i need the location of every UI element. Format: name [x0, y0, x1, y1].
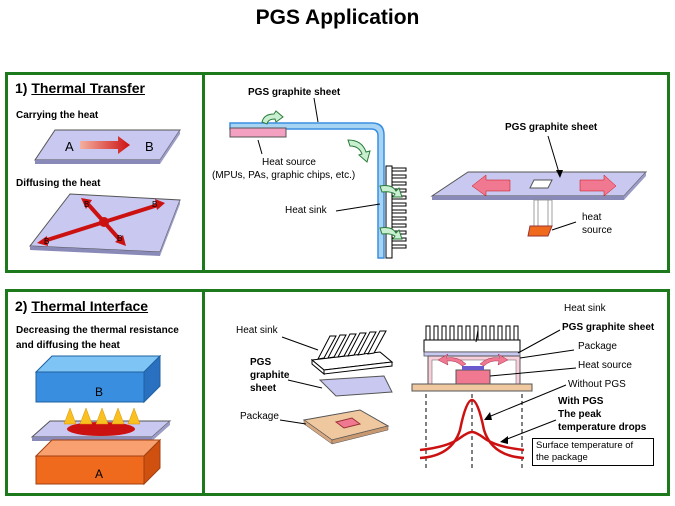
heat-source-label: Heat source — [262, 157, 316, 168]
curl-arrow-sink1 — [379, 185, 403, 198]
flat-sheet-label: PGS graphite sheet — [505, 122, 598, 133]
page-title: PGS Application — [255, 6, 420, 29]
curl-arrow-top — [261, 110, 284, 125]
bent-graphite-sheet — [229, 122, 385, 259]
carrying-arrow — [80, 136, 130, 154]
curl-arrow-bend — [347, 139, 371, 163]
svg-text:B: B — [84, 200, 89, 209]
peak-line1-label: The peak — [558, 409, 602, 420]
middle-package-label: Package — [240, 411, 279, 422]
carrying-letter-a: A — [65, 139, 74, 154]
section1-right-panel — [202, 72, 670, 273]
section2-desc-line2: and diffusing the heat — [16, 340, 120, 351]
block-a-letter: A — [95, 467, 104, 481]
heat-label: heat — [582, 212, 602, 223]
right-heat-source-label: Heat source — [578, 360, 632, 371]
curl-arrow-sink2 — [379, 227, 403, 240]
svg-text:B: B — [152, 200, 157, 209]
surface-line1: Surface temperature of — [536, 440, 634, 451]
hot-zone — [67, 422, 135, 436]
diffusing-heat-label: Diffusing the heat — [16, 178, 101, 189]
right-spread-arrow-right — [479, 353, 509, 367]
section1-heading: 1) Thermal Transfer — [15, 80, 145, 96]
surface-temperature-box: Surface temperature of the package — [532, 438, 654, 466]
heat-origin — [99, 217, 109, 227]
flat-left-arrow — [471, 174, 511, 197]
right-base-board — [411, 383, 533, 392]
right-package-label: Package — [578, 341, 617, 352]
bend-sheet-label: PGS graphite sheet — [248, 87, 341, 98]
surface-line2: the package — [536, 452, 588, 463]
peak-line2-label: temperature drops — [558, 422, 647, 433]
heat-sink-label: Heat sink — [285, 205, 327, 216]
with-pgs-label: With PGS — [558, 396, 604, 407]
middle-heat-sink-label: Heat sink — [236, 325, 278, 336]
section2-right-panel — [202, 289, 670, 496]
middle-pgs-line1: PGS — [250, 357, 272, 368]
middle-pgs-line3: sheet — [250, 383, 277, 394]
heat-source-block — [229, 127, 287, 138]
svg-text:B: B — [117, 234, 122, 243]
flat-heat-source-block — [527, 225, 553, 237]
middle-graphite-sheet — [318, 375, 393, 397]
heat-flames-up — [63, 407, 141, 425]
right-pgs-label: PGS graphite sheet — [562, 322, 655, 333]
section1-number: 1) — [15, 80, 28, 96]
block-a-front — [35, 455, 145, 485]
right-heat-sink-label: Heat sink — [564, 303, 606, 314]
svg-text:B: B — [44, 237, 49, 246]
source-label: source — [582, 225, 613, 236]
carrying-letter-b: B — [145, 139, 154, 154]
heat-spot — [529, 179, 553, 189]
section2-number: 2) — [15, 298, 28, 314]
block-b-letter: B — [95, 385, 104, 399]
carrying-heat-label: Carrying the heat — [16, 110, 99, 121]
middle-pgs-line2: graphite — [250, 370, 290, 381]
flat-right-arrow — [579, 174, 617, 197]
section2-heading: 2) Thermal Interface — [15, 298, 148, 314]
heat-source-examples: (MPUs, PAs, graphic chips, etc.) — [212, 170, 356, 181]
section2-title: Thermal Interface — [31, 298, 149, 314]
right-chip — [455, 369, 491, 385]
right-graphite-sheet — [423, 351, 521, 357]
middle-chip — [334, 417, 362, 429]
without-pgs-label: Without PGS — [568, 379, 626, 390]
section1-title: Thermal Transfer — [31, 80, 145, 96]
with-pgs-curve — [419, 430, 525, 452]
right-heat-sink — [423, 325, 521, 353]
section2-desc-line1: Decreasing the thermal resistance — [16, 325, 179, 336]
middle-heat-sink — [310, 330, 394, 376]
block-b-front — [35, 371, 145, 403]
right-spread-arrow-left — [437, 353, 467, 367]
